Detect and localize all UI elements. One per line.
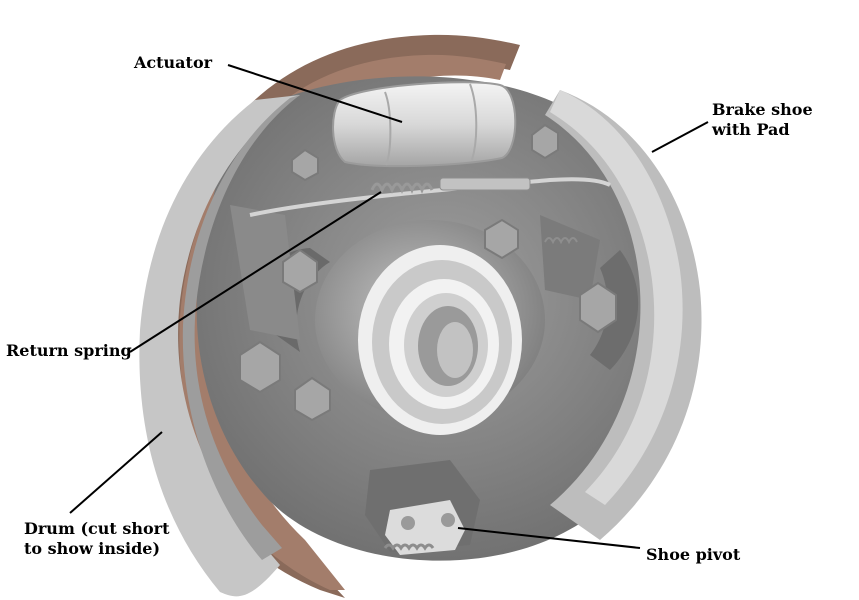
brake-shoe-leader xyxy=(651,121,709,153)
drum-label: Drum (cut short to show inside) xyxy=(24,519,170,558)
actuator-label: Actuator xyxy=(134,53,213,72)
return-spring-label: Return spring xyxy=(6,341,132,360)
hub xyxy=(315,220,545,435)
leader-lines xyxy=(69,64,709,549)
shoe-pivot-label: Shoe pivot xyxy=(646,545,741,564)
actuator-leader xyxy=(227,64,403,123)
actuator-cylinder xyxy=(332,81,517,168)
right-brake-shoe xyxy=(540,90,702,540)
shoe-pivot-assembly xyxy=(365,460,480,555)
left-brake-shoe xyxy=(139,95,300,597)
mounting-bolts xyxy=(239,123,617,422)
return-spring xyxy=(249,177,611,245)
brake-shoe-label: Brake shoe with Pad xyxy=(712,100,813,139)
shoe-pivot-leader xyxy=(457,527,641,549)
return-spring-leader xyxy=(129,191,382,353)
drum-leader xyxy=(69,431,163,514)
